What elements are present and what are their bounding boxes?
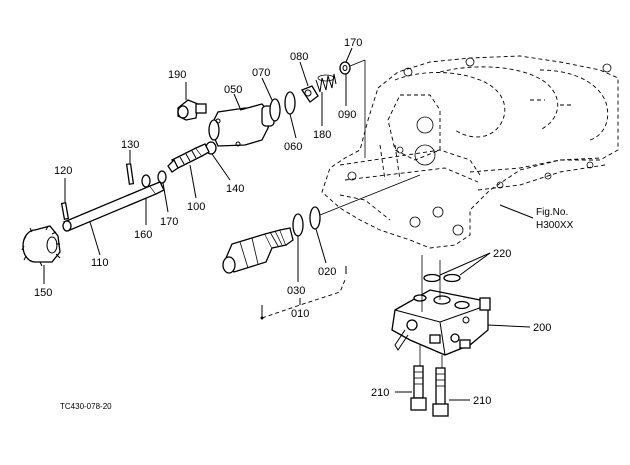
shaft-110 [62,181,165,232]
plug-190 [177,99,207,121]
callout-180: 180 [313,129,331,141]
fig-label: Fig.No. [536,207,568,218]
callout-170-lower: 170 [160,216,178,228]
callout-110: 110 [91,257,109,269]
pin-120 [60,202,70,220]
callout-220: 220 [493,248,511,260]
knob-150 [21,225,61,267]
washer-090 [339,61,351,75]
figure-number: Fig.No. H300XX [499,204,574,231]
bolt-210-right [432,367,449,417]
sleeve-050 [208,103,275,147]
callout-070: 070 [252,67,270,79]
pin-130 [125,163,135,185]
fig-number: H300XX [536,220,574,231]
valve-body-200 [391,289,491,356]
spring-180 [315,73,337,93]
callout-190: 190 [168,69,186,81]
washer-160 [141,174,151,188]
relief-valve-cartridge [222,227,294,274]
callout-160: 160 [134,229,152,241]
callout-050: 050 [224,84,242,96]
o-ring-070 [269,98,281,122]
o-ring-020 [309,206,321,230]
callout-170-upper: 170 [344,37,362,49]
callout-030: 030 [287,285,305,297]
callout-010: 010 [291,308,309,320]
callout-140: 140 [226,183,244,195]
callout-200: 200 [533,322,551,334]
callout-020: 020 [318,266,336,278]
callout-210-right: 210 [473,395,491,407]
callout-100: 100 [187,201,205,213]
o-ring-030 [292,213,304,237]
o-ring-060 [284,91,296,115]
callout-120: 120 [54,165,72,177]
hydraulic-housing [321,55,619,249]
drawing-code: TC430-078-20 [60,402,112,411]
callout-080: 080 [290,51,308,63]
callout-130: 130 [121,139,139,151]
washer-170-lower [157,170,167,184]
callout-150: 150 [34,287,52,299]
spool-080 [301,85,319,103]
shaft-100 [167,143,210,173]
bolt-210-left [410,365,427,411]
callout-210-left: 210 [371,387,389,399]
callout-090: 090 [338,109,356,121]
o-rings-220 [423,252,491,283]
callout-060: 060 [284,141,302,153]
